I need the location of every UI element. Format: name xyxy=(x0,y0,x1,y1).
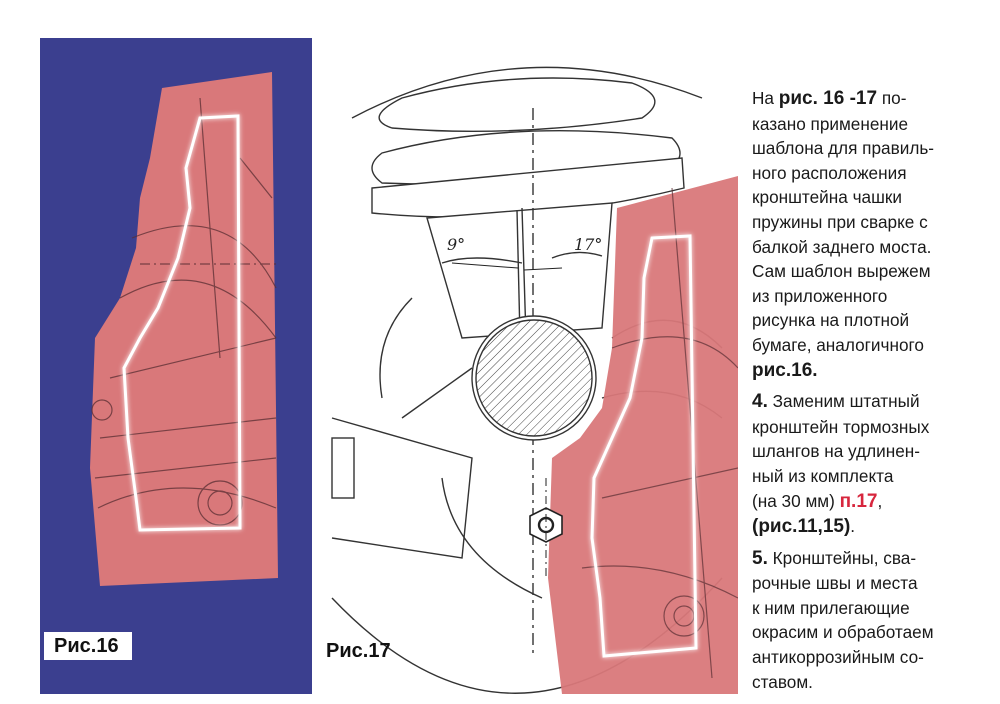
text-run: . xyxy=(850,516,856,537)
template-outline-glow xyxy=(122,114,242,532)
figure-16 xyxy=(40,38,312,694)
text-line: к ним прилегающие xyxy=(752,597,910,618)
figure-17-caption: Рис.17 xyxy=(326,640,391,662)
spring-coil xyxy=(378,77,656,133)
text-run: , xyxy=(877,490,883,511)
text-line: кронштейна чашки xyxy=(752,187,903,208)
text-run: (на 30 мм) xyxy=(752,490,840,511)
text-run: На xyxy=(752,88,779,108)
text-line: шлангов на удлинен- xyxy=(752,441,920,462)
text-line: шаблона для правиль- xyxy=(752,138,935,159)
text-line: окрасим и обработаем xyxy=(752,622,934,643)
text-line: кронштейн тормозных xyxy=(752,416,930,437)
paragraph-2: 4. Заменим штатный кронштейн тормозных ш… xyxy=(752,389,992,540)
text-run: Заменим штатный xyxy=(767,391,920,412)
text-line: рисунка на плотной xyxy=(752,310,910,331)
text-line: ный из комплекта xyxy=(752,465,894,486)
kit-item-reference: п.17 xyxy=(839,490,878,512)
template-pink-overlay xyxy=(90,72,278,586)
figure-reference: рис. 16 -17 xyxy=(778,88,878,109)
drawing-lines xyxy=(91,97,277,526)
bolt-nut xyxy=(529,478,563,578)
text-line: Сам шаблон вырежем xyxy=(752,261,931,282)
item-number: 5. xyxy=(752,547,768,569)
text-line: рочные швы и места xyxy=(752,573,918,594)
angle-9-label: 9° xyxy=(447,235,465,254)
text-line: казано применение xyxy=(752,113,909,134)
axle-section-hatched xyxy=(475,319,593,437)
text-run: Кронштейны, сва- xyxy=(767,547,917,568)
template-outline-glow xyxy=(590,234,698,658)
figure-reference: рис.16. xyxy=(752,359,818,381)
text-line: пружины при сварке с xyxy=(752,211,928,232)
text-line: балкой заднего моста. xyxy=(752,236,932,257)
figure-reference: (рис.11,15) xyxy=(752,516,851,538)
paragraph-3: 5. Кронштейны, сва- рочные швы и места к… xyxy=(752,546,992,695)
text-line: ного расположения xyxy=(752,162,907,183)
figure-16-caption: Рис.16 xyxy=(44,632,132,660)
text-line: из приложенного xyxy=(752,285,888,306)
angle-17-label: 17° xyxy=(574,235,602,254)
text-line: ставом. xyxy=(752,671,813,692)
angle-marks: 9° 17° xyxy=(447,235,602,271)
text-line: бумаге, аналогичного xyxy=(752,334,924,355)
figure-17: 9° 17° xyxy=(331,66,738,694)
text-line: антикоррозийным со- xyxy=(752,647,924,668)
text-run: по- xyxy=(877,88,907,108)
paragraph-1: На рис. 16 -17 по- казано применение шаб… xyxy=(752,86,992,383)
article-text: На рис. 16 -17 по- казано применение шаб… xyxy=(752,86,992,694)
item-number: 4. xyxy=(752,391,768,413)
